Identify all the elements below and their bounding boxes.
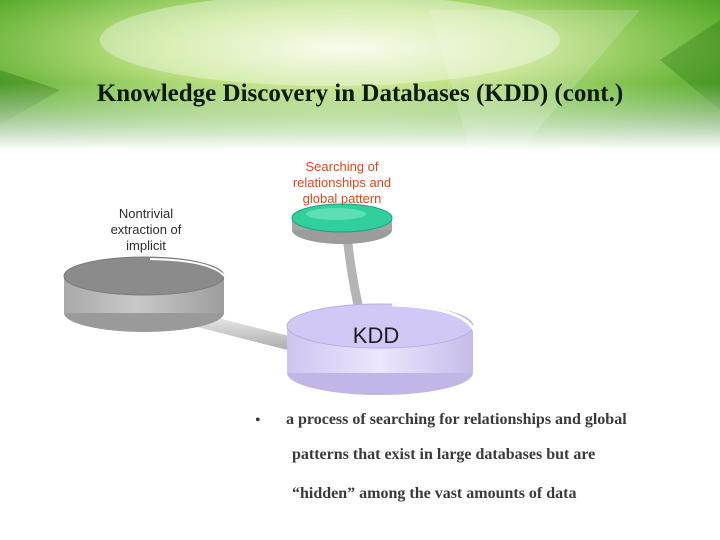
nontrivial-extraction-disk [63,256,227,332]
search-pattern-label: Searching of relationships and global pa… [292,159,392,206]
nontrivial-extraction-label: Nontrivial extraction of implicit [110,206,182,253]
definition-line-1: a process of searching for relationships… [286,411,627,428]
bullet-marker: • [255,412,261,429]
kdd-label: KDD [352,323,400,348]
kdd-disk [286,303,476,395]
definition-line-2: patterns that exist in large databases b… [292,446,596,463]
search-pattern-disk [291,203,393,244]
slide-title: Knowledge Discovery in Databases (KDD) (… [96,80,624,107]
definition-line-3: “hidden” among the vast amounts of data [292,485,577,502]
header-banner [0,0,720,150]
